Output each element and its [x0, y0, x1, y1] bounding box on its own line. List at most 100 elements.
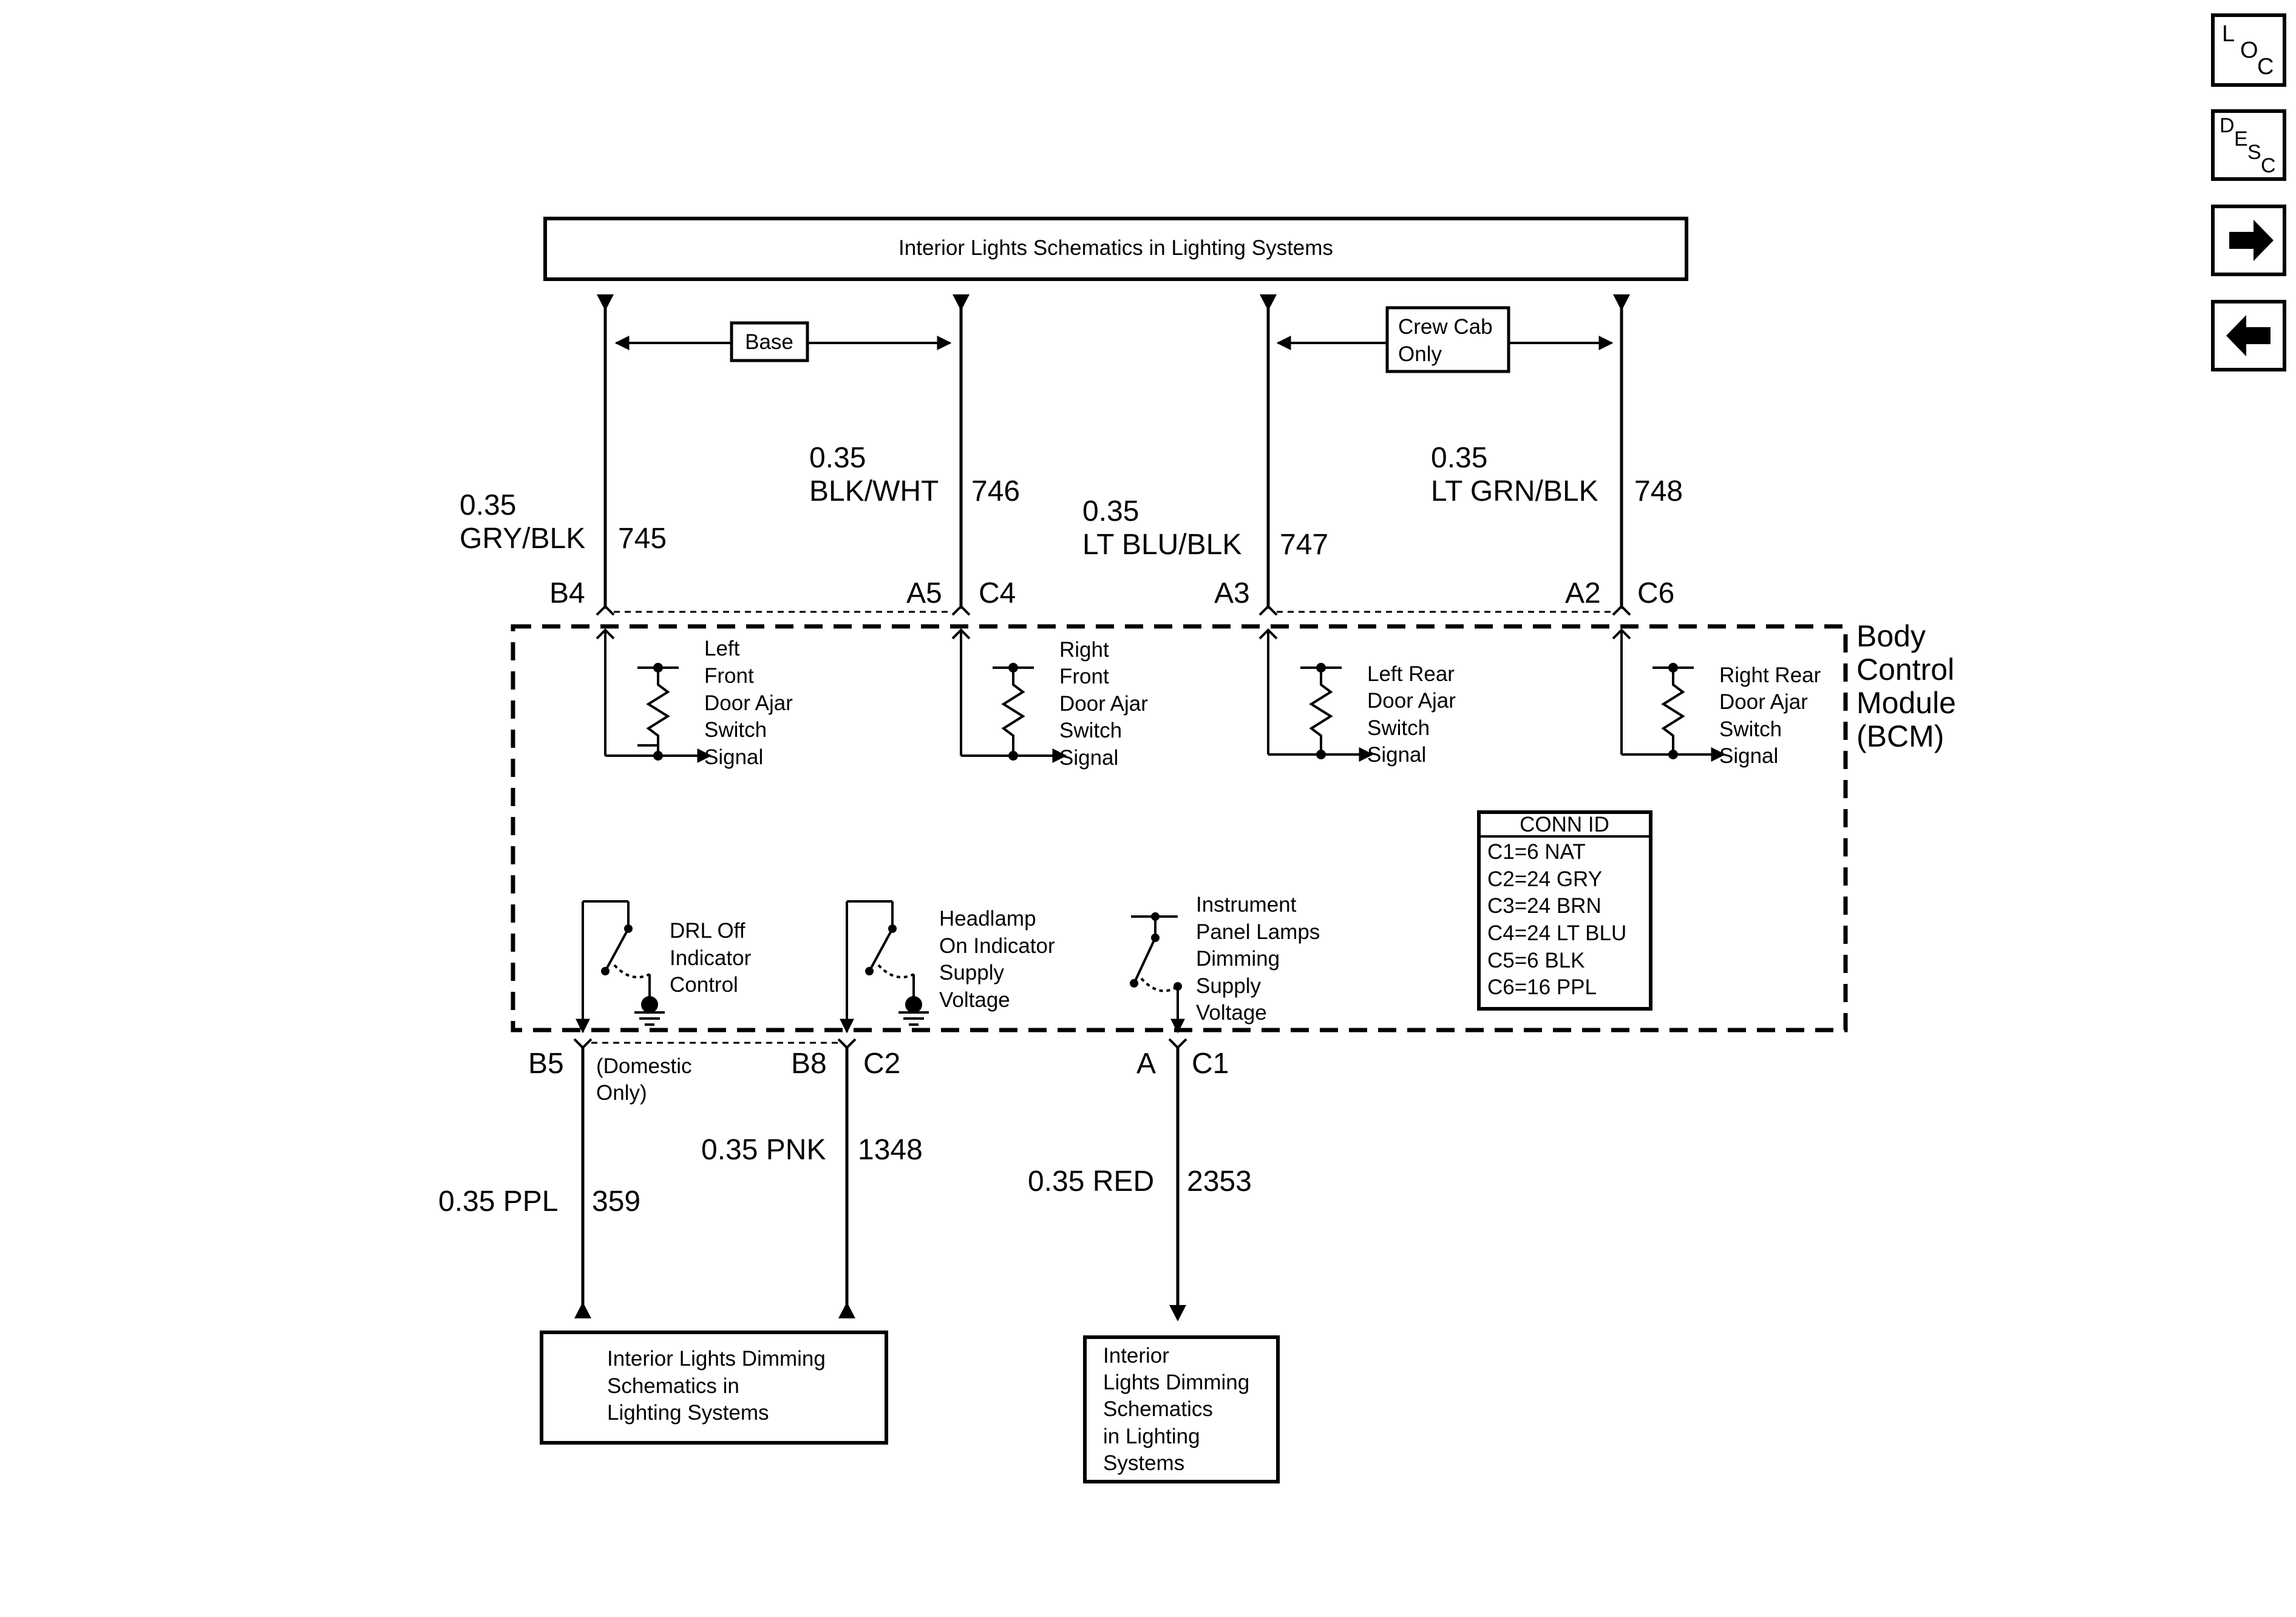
wire-1348-circuit: 1348: [858, 1134, 923, 1166]
lf-label-1: Left: [704, 637, 740, 660]
bcm-label-3: Module: [1856, 686, 1956, 720]
dimming-box-2-line-1: Interior: [1103, 1344, 1169, 1368]
top-reference-box[interactable]: Interior Lights Schematics in Lighting S…: [543, 217, 1688, 281]
rf-label-4: Switch: [1059, 719, 1122, 742]
top-wire-arrowheads: [597, 294, 1630, 311]
wire-748-color: LT GRN/BLK: [1431, 475, 1598, 507]
wire-747-gauge: 0.35: [1082, 495, 1139, 527]
lf-label-5: Signal: [704, 745, 763, 769]
wire-359-circuit: 359: [592, 1185, 640, 1218]
rf-label-5: Signal: [1059, 746, 1118, 770]
desc-letter-c: C: [2261, 154, 2276, 177]
conn-id-title: CONN ID: [1520, 813, 1609, 836]
conn-id-row-6: C6=16 PPL: [1487, 975, 1597, 999]
headlamp-label-4: Voltage: [939, 988, 1010, 1012]
headlamp-label-1: Headlamp: [939, 907, 1036, 931]
headlamp-label-3: Supply: [939, 961, 1005, 985]
rr-label-1: Right Rear: [1719, 663, 1821, 687]
crew-cab-label-2: Only: [1398, 342, 1442, 366]
loc-button[interactable]: L O C: [2211, 13, 2286, 87]
dimming-box-1-line-3: Lighting Systems: [607, 1401, 769, 1425]
instrument-label-2: Panel Lamps: [1196, 920, 1320, 944]
connector-c1: C1: [1192, 1048, 1229, 1080]
pullup-resistors: [637, 666, 1694, 756]
desc-letter-s: S: [2247, 141, 2261, 164]
dimming-box-1-line-2: Schematics in: [607, 1374, 739, 1398]
wire-359-gauge-color: 0.35 PPL: [438, 1185, 558, 1218]
connector-c6: C6: [1637, 577, 1674, 609]
conn-id-row-3: C3=24 BRN: [1487, 894, 1601, 918]
top-reference-text: Interior Lights Schematics in Lighting S…: [898, 236, 1333, 260]
left-rear-switch-label: Left Rear Door Ajar Switch Signal: [1367, 662, 1456, 767]
lr-label-1: Left Rear: [1367, 662, 1455, 686]
wire-1348-labels: B8 C2 0.35 PNK 1348: [701, 1048, 923, 1166]
top-connector-forks: [596, 605, 1631, 616]
base-label: Base: [745, 330, 793, 354]
top-wires: [603, 307, 1623, 609]
arrow-left-icon: [2226, 315, 2271, 356]
wire-748-labels: 0.35 LT GRN/BLK 748 A2 C6: [1431, 442, 1683, 609]
pin-a2: A2: [1565, 577, 1601, 609]
pin-a5: A5: [906, 577, 942, 609]
dimming-box-2-line-5: Systems: [1103, 1451, 1184, 1475]
pin-a: A: [1136, 1048, 1156, 1080]
wire-746-circuit: 746: [971, 475, 1020, 507]
pin-a3: A3: [1214, 577, 1250, 609]
resistor-nodes: [653, 663, 1678, 761]
rr-label-3: Switch: [1719, 717, 1782, 741]
forward-button[interactable]: [2211, 205, 2286, 276]
pin-b4: B4: [549, 577, 585, 609]
lf-label-4: Switch: [704, 718, 767, 742]
instrument-label-4: Supply: [1196, 974, 1262, 998]
wire-746-labels: 0.35 BLK/WHT 746 A5 C4: [809, 442, 1020, 609]
instrument-label-1: Instrument: [1196, 893, 1297, 917]
dimming-box-2-line-2: Lights Dimming: [1103, 1371, 1249, 1394]
rf-label-3: Door Ajar: [1059, 692, 1148, 716]
drl-label-3: Control: [670, 973, 738, 997]
domestic-note-1: (Domestic: [596, 1054, 692, 1078]
wire-2353-circuit: 2353: [1187, 1165, 1252, 1198]
output-driver-nodes: [601, 912, 1182, 1013]
dimming-reference-box-2[interactable]: Interior Lights Dimming Schematics in Li…: [1083, 1335, 1280, 1483]
wire-2353-labels: A C1 0.35 RED 2353: [1028, 1048, 1252, 1198]
drl-label-2: Indicator: [670, 946, 752, 970]
dimming-box-1-line-1: Interior Lights Dimming: [607, 1347, 826, 1371]
left-front-switch-label: Left Front Door Ajar Switch Signal: [704, 637, 793, 769]
bcm-label-4: (BCM): [1856, 719, 1944, 753]
lf-label-2: Front: [704, 664, 754, 688]
desc-letter-d: D: [2220, 114, 2235, 137]
desc-button[interactable]: D E S C: [2211, 109, 2286, 181]
rf-label-1: Right: [1059, 638, 1109, 662]
wire-746-color: BLK/WHT: [809, 475, 939, 507]
instrument-label-3: Dimming: [1196, 947, 1280, 971]
connector-c4: C4: [979, 577, 1016, 609]
pin-b8: B8: [791, 1048, 827, 1080]
wire-745-labels: 0.35 GRY/BLK 745 B4: [460, 489, 667, 609]
right-front-switch-label: Right Front Door Ajar Switch Signal: [1059, 638, 1148, 770]
conn-id-table: CONN ID C1=6 NAT C2=24 GRY C3=24 BRN C4=…: [1477, 810, 1652, 1011]
wire-747-circuit: 747: [1280, 529, 1328, 561]
wire-745-gauge: 0.35: [460, 489, 516, 521]
dimming-reference-box-1[interactable]: Interior Lights Dimming Schematics in Li…: [540, 1331, 888, 1445]
loc-letter-o: O: [2240, 38, 2258, 63]
wire-746-gauge: 0.35: [809, 442, 866, 474]
wire-745-circuit: 745: [618, 523, 667, 555]
right-rear-switch-label: Right Rear Door Ajar Switch Signal: [1719, 663, 1821, 768]
loc-letter-c: C: [2257, 54, 2274, 80]
drl-label: DRL Off Indicator Control: [670, 919, 752, 997]
dimming-box-2-line-4: in Lighting: [1103, 1425, 1200, 1448]
headlamp-label: Headlamp On Indicator Supply Voltage: [939, 907, 1055, 1012]
instrument-label-5: Voltage: [1196, 1001, 1267, 1025]
bottom-connector-forks: [573, 1038, 1187, 1049]
drl-label-1: DRL Off: [670, 919, 746, 943]
crew-cab-label-1: Crew Cab: [1398, 315, 1493, 339]
lf-label-3: Door Ajar: [704, 691, 793, 715]
wire-748-circuit: 748: [1634, 475, 1683, 507]
back-button[interactable]: [2211, 300, 2286, 371]
wire-745-color: GRY/BLK: [460, 523, 585, 555]
rr-label-4: Signal: [1719, 744, 1778, 768]
wire-747-color: LT BLU/BLK: [1082, 529, 1241, 561]
conn-id-row-5: C5=6 BLK: [1487, 949, 1585, 972]
loc-letter-l: L: [2222, 21, 2235, 47]
